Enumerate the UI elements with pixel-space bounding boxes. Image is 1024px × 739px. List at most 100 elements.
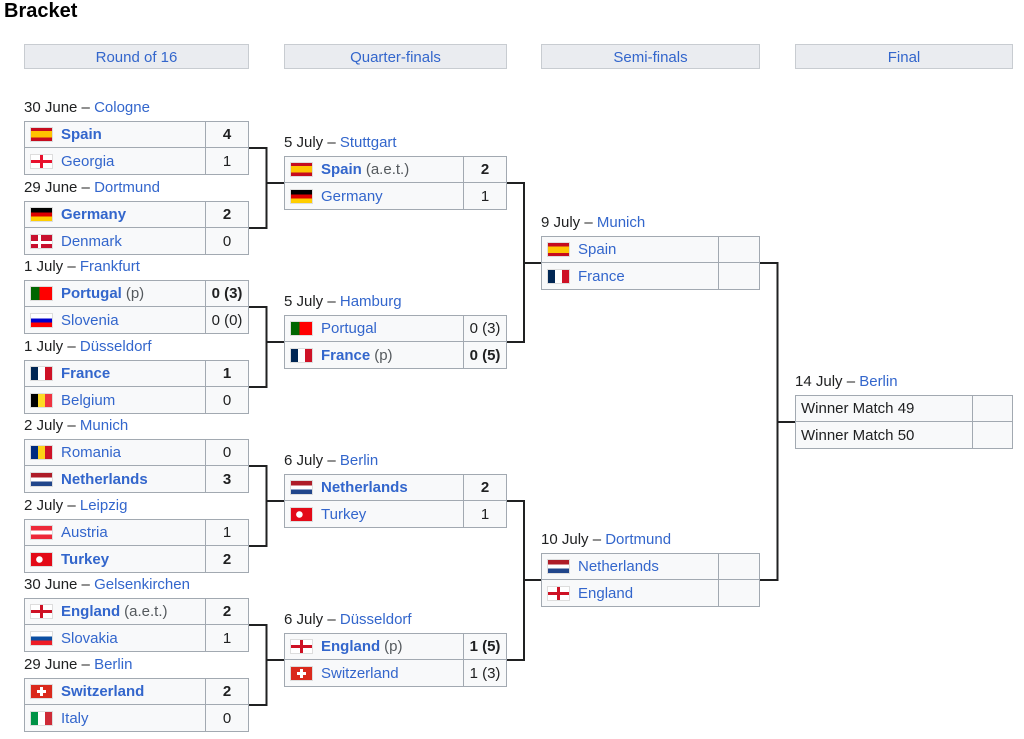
team-name[interactable]: England xyxy=(61,603,121,620)
match-date-text: 1 July xyxy=(24,258,64,275)
slovenia-flag-icon xyxy=(30,312,53,328)
team-score: 0 xyxy=(206,439,249,466)
team-score: 2 xyxy=(464,474,507,501)
venue-link[interactable]: Munich xyxy=(596,214,646,231)
team-row: Denmark 0 xyxy=(24,228,249,255)
team-name[interactable]: Belgium xyxy=(61,391,116,409)
team-score: 0 (3) xyxy=(464,315,507,342)
round-header-sf[interactable]: Semi-finals xyxy=(541,44,760,69)
team-name[interactable]: France xyxy=(578,267,625,285)
venue-link[interactable]: Düsseldorf xyxy=(339,611,412,628)
team-score: 0 (3) xyxy=(206,280,249,307)
venue-link[interactable]: Berlin xyxy=(859,373,898,390)
team-name[interactable]: Turkey xyxy=(321,505,367,523)
match-date: 2 July – Leipzig xyxy=(24,497,128,514)
team-row: Germany 2 xyxy=(24,201,249,228)
team-score xyxy=(719,580,760,607)
team-name[interactable]: Switzerland xyxy=(321,664,399,682)
team-name[interactable]: Georgia xyxy=(61,152,115,170)
venue-link[interactable]: Berlin xyxy=(339,452,379,469)
match-date-text: 29 June xyxy=(24,656,78,673)
team-name[interactable]: Netherlands xyxy=(321,479,408,496)
team-score: 2 xyxy=(206,201,249,228)
team-score xyxy=(719,553,760,580)
team-cell: France(p) xyxy=(284,342,464,369)
team-row: France(p)0 (5) xyxy=(284,342,507,369)
team-name[interactable]: Netherlands xyxy=(578,558,659,575)
match-date: 6 July – Berlin xyxy=(284,452,379,469)
netherlands-flag-icon xyxy=(30,471,53,487)
team-name[interactable]: Slovakia xyxy=(61,629,118,647)
team-score: 0 xyxy=(206,228,249,255)
slovakia-flag-icon xyxy=(30,630,53,646)
team-row: France xyxy=(541,263,760,290)
team-score: 1 xyxy=(206,148,249,175)
team-name[interactable]: France xyxy=(61,365,111,382)
team-row: Germany 1 xyxy=(284,183,507,210)
match-date: 5 July – Stuttgart xyxy=(284,134,397,151)
venue-link[interactable]: Hamburg xyxy=(339,293,402,310)
team-name: Winner Match 49 xyxy=(801,400,915,417)
venue-link[interactable]: Berlin xyxy=(94,656,133,673)
netherlands-flag-icon xyxy=(290,480,313,495)
match-date: 2 July – Munich xyxy=(24,417,129,434)
team-score: 0 xyxy=(206,387,249,414)
team-name[interactable]: England xyxy=(321,638,381,655)
team-name[interactable]: Slovenia xyxy=(61,311,119,329)
team-name[interactable]: Portugal xyxy=(61,285,122,302)
match-date-text: 30 June xyxy=(24,99,78,116)
team-name[interactable]: Turkey xyxy=(61,550,110,568)
portugal-flag-icon xyxy=(30,286,53,301)
round-header-final[interactable]: Final xyxy=(795,44,1013,69)
team-cell: Netherlands xyxy=(541,553,719,580)
venue-link[interactable]: Dortmund xyxy=(94,179,160,196)
match-date: 14 July – Berlin xyxy=(795,373,898,390)
team-name[interactable]: France xyxy=(321,346,371,364)
germany-flag-icon xyxy=(30,207,53,222)
venue-link[interactable]: Cologne xyxy=(94,99,150,116)
team-name[interactable]: Italy xyxy=(61,709,89,727)
team-name[interactable]: Germany xyxy=(321,187,383,205)
match-date: 30 June – Gelsenkirchen xyxy=(24,576,190,593)
team-cell: Belgium xyxy=(24,387,206,414)
connector-lines xyxy=(249,147,795,706)
team-name[interactable]: Spain xyxy=(578,241,617,258)
venue-link[interactable]: Frankfurt xyxy=(79,258,140,275)
venue-link[interactable]: Leipzig xyxy=(79,497,128,514)
match-date: 29 June – Dortmund xyxy=(24,179,160,196)
team-name[interactable]: Romania xyxy=(61,444,122,461)
team-cell: Austria xyxy=(24,519,206,546)
team-score: 1 xyxy=(464,183,507,210)
italy-flag-icon xyxy=(30,710,53,726)
team-name[interactable]: Netherlands xyxy=(61,470,148,488)
team-name[interactable]: Germany xyxy=(61,206,127,223)
team-name[interactable]: Portugal xyxy=(321,320,377,337)
team-name[interactable]: Spain xyxy=(321,161,362,178)
team-score xyxy=(973,422,1013,449)
result-note: (p) xyxy=(384,638,403,655)
austria-flag-icon xyxy=(30,525,53,540)
venue-link[interactable]: Düsseldorf xyxy=(79,338,152,355)
england-flag-icon xyxy=(547,585,570,601)
team-name[interactable]: Spain xyxy=(61,126,102,143)
team-name[interactable]: England xyxy=(578,584,634,602)
team-name[interactable]: Switzerland xyxy=(61,683,145,700)
round-header-r16[interactable]: Round of 16 xyxy=(24,44,249,69)
team-cell: France xyxy=(24,360,206,387)
venue-link[interactable]: Gelsenkirchen xyxy=(94,576,190,593)
team-cell: France xyxy=(541,263,719,290)
venue-link[interactable]: Dortmund xyxy=(605,531,672,548)
team-cell: Turkey xyxy=(24,546,206,573)
germany-flag-icon xyxy=(290,188,313,204)
venue-link[interactable]: Munich xyxy=(79,417,129,434)
team-name[interactable]: Denmark xyxy=(61,232,122,250)
team-name[interactable]: Austria xyxy=(61,524,108,541)
round-header-qf[interactable]: Quarter-finals xyxy=(284,44,507,69)
venue-link[interactable]: Stuttgart xyxy=(339,134,397,151)
team-cell: Romania xyxy=(24,439,206,466)
